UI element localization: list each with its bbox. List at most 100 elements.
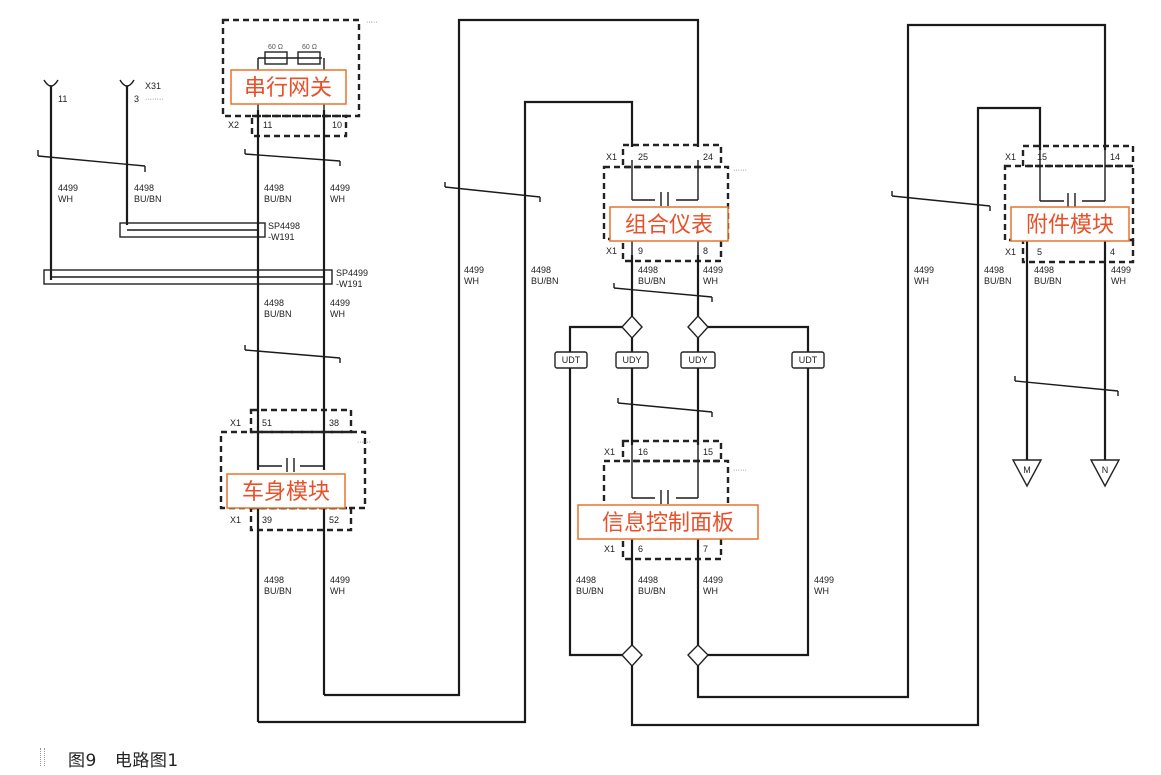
- junction-diamond-4498-bottom: [621, 644, 643, 668]
- wire-label-4498-bcm: 4498: [264, 575, 284, 585]
- wire-color-bubn-bcm: BU/BN: [264, 586, 292, 596]
- bcm-pin-51: 51: [262, 418, 272, 428]
- wire-label-4498-am: 4498: [1034, 265, 1054, 275]
- wire-label-4499-right-route: 4499: [914, 265, 934, 275]
- module-label-instrument-cluster: 组合仪表: [609, 206, 729, 242]
- junction-diamond-4499-top: [687, 314, 709, 340]
- svg-text:N: N: [1102, 465, 1109, 475]
- wire-4499-route-to-ic: [324, 18, 700, 697]
- svg-text:UDT: UDT: [562, 355, 581, 365]
- module-label-body-module: 车身模块: [226, 473, 346, 509]
- ic-connector-x1-top: X1: [606, 152, 617, 162]
- bcm-pin-38: 38: [329, 418, 339, 428]
- svg-text:UDY: UDY: [622, 355, 641, 365]
- wire-label-4499-bcm: 4499: [330, 575, 350, 585]
- section-break-mid-left: [244, 345, 341, 363]
- antenna-note-scribble: ········: [145, 96, 164, 103]
- wire-label-4499-ip: 4499: [703, 575, 723, 585]
- ip-connector-x1-top: X1: [604, 447, 615, 457]
- instrument-cluster-module: [602, 143, 730, 263]
- wire-udt-right-down: [708, 368, 810, 657]
- wire-label-4498-ic: 4498: [638, 265, 658, 275]
- ip-pin-6: 6: [638, 544, 643, 554]
- body-control-module: [219, 408, 367, 532]
- section-break-ic: [613, 283, 713, 302]
- gateway-pin-10: 10: [332, 120, 342, 130]
- wire-branch-udt-left-top: [568, 325, 622, 352]
- am-connector-x1-top: X1: [1005, 152, 1016, 162]
- antenna-symbol-right: [119, 79, 135, 225]
- ic-pin-8: 8: [703, 246, 708, 256]
- gateway-note-scribble: ·····: [366, 19, 378, 26]
- svg-text:车身模块: 车身模块: [242, 480, 330, 505]
- wire-color-wh-udt: WH: [814, 586, 829, 596]
- splice-sub-sp4499: -W191: [336, 279, 363, 289]
- wire-label-4499-udt: 4499: [814, 575, 834, 585]
- wire-color-bubn-gw: BU/BN: [264, 194, 292, 204]
- tag-udy-left: UDY: [615, 351, 649, 369]
- section-break-gateway: [244, 149, 341, 166]
- wire-color-wh-gw: WH: [330, 194, 345, 204]
- splice-label-sp4499: SP4499: [336, 268, 368, 278]
- ip-note-scribble: ······: [733, 467, 747, 474]
- svg-text:附件模块: 附件模块: [1026, 213, 1114, 238]
- bcm-connector-x1-top: X1: [230, 418, 241, 428]
- serial-gateway-module: [221, 18, 361, 138]
- terminal-triangle-n: N: [1089, 459, 1121, 488]
- svg-text:信息控制面板: 信息控制面板: [602, 511, 734, 536]
- bcm-pin-39: 39: [262, 515, 272, 525]
- caption-title: 电路图1: [114, 751, 179, 771]
- wire-color-wh-mid: WH: [330, 309, 345, 319]
- wire-label-4498-route: 4498: [531, 265, 551, 275]
- wire-4498-route-to-am: [630, 106, 1042, 727]
- tag-udt-right: UDT: [791, 351, 825, 369]
- section-break-panel: [617, 398, 713, 417]
- wire-4499-route-to-am: [696, 23, 1107, 699]
- ic-pin-9: 9: [638, 246, 643, 256]
- wire-color-wh-bcm: WH: [330, 586, 345, 596]
- wire-color-bubn-ip: BU/BN: [638, 586, 666, 596]
- ic-pin-25: 25: [638, 152, 648, 162]
- wire-label-4498-ip: 4498: [638, 575, 658, 585]
- wire-color-bubn-udt: BU/BN: [576, 586, 604, 596]
- ip-pin-15: 15: [703, 447, 713, 457]
- antenna-symbol-left: [43, 79, 59, 280]
- splice-sp4499: [43, 269, 333, 285]
- wire-label-4498-right-route: 4498: [984, 265, 1004, 275]
- caption-figure-number: 图9: [68, 751, 97, 771]
- wire-label-4498-mid: 4498: [264, 298, 284, 308]
- ip-pin-16: 16: [638, 447, 648, 457]
- svg-text:M: M: [1023, 465, 1031, 475]
- wire-color-wh-ic: WH: [703, 276, 718, 286]
- wire-color-bubn-left: BU/BN: [134, 194, 162, 204]
- wire-color-bubn-am: BU/BN: [1034, 276, 1062, 286]
- wire-color-bubn-ic: BU/BN: [638, 276, 666, 286]
- am-pin-14: 14: [1110, 152, 1120, 162]
- module-label-accessory-module: 附件模块: [1010, 206, 1130, 242]
- wire-color-bubn-route: BU/BN: [531, 276, 559, 286]
- splice-label-sp4498: SP4498: [268, 221, 300, 231]
- antenna-connector-x31: X31: [145, 81, 161, 91]
- am-connector-x1-bottom: X1: [1005, 247, 1016, 257]
- ic-pin-24: 24: [703, 152, 713, 162]
- bcm-note-scribble: ······: [357, 439, 371, 446]
- wire-label-4498-udt: 4498: [576, 575, 596, 585]
- am-pin-15: 15: [1037, 152, 1047, 162]
- gateway-connector-x2: X2: [228, 120, 239, 130]
- info-control-panel-module: [602, 439, 730, 561]
- svg-text:UDT: UDT: [799, 355, 818, 365]
- bcm-connector-x1-bottom: X1: [230, 515, 241, 525]
- ip-pin-7: 7: [703, 544, 708, 554]
- splice-sp4498: [119, 222, 266, 238]
- ic-note-scribble: ······: [733, 167, 747, 174]
- terminal-triangle-m: M: [1011, 459, 1043, 488]
- module-label-info-panel: 信息控制面板: [577, 504, 759, 540]
- caption-marker: [40, 748, 45, 766]
- section-break-am: [1014, 376, 1119, 396]
- gateway-pin-11: 11: [263, 120, 272, 130]
- wire-label-4499-left: 4499: [58, 183, 78, 193]
- wire-label-4499-route: 4499: [464, 265, 484, 275]
- wire-color-wh-left: WH: [58, 194, 73, 204]
- wire-label-4499-am: 4499: [1111, 265, 1131, 275]
